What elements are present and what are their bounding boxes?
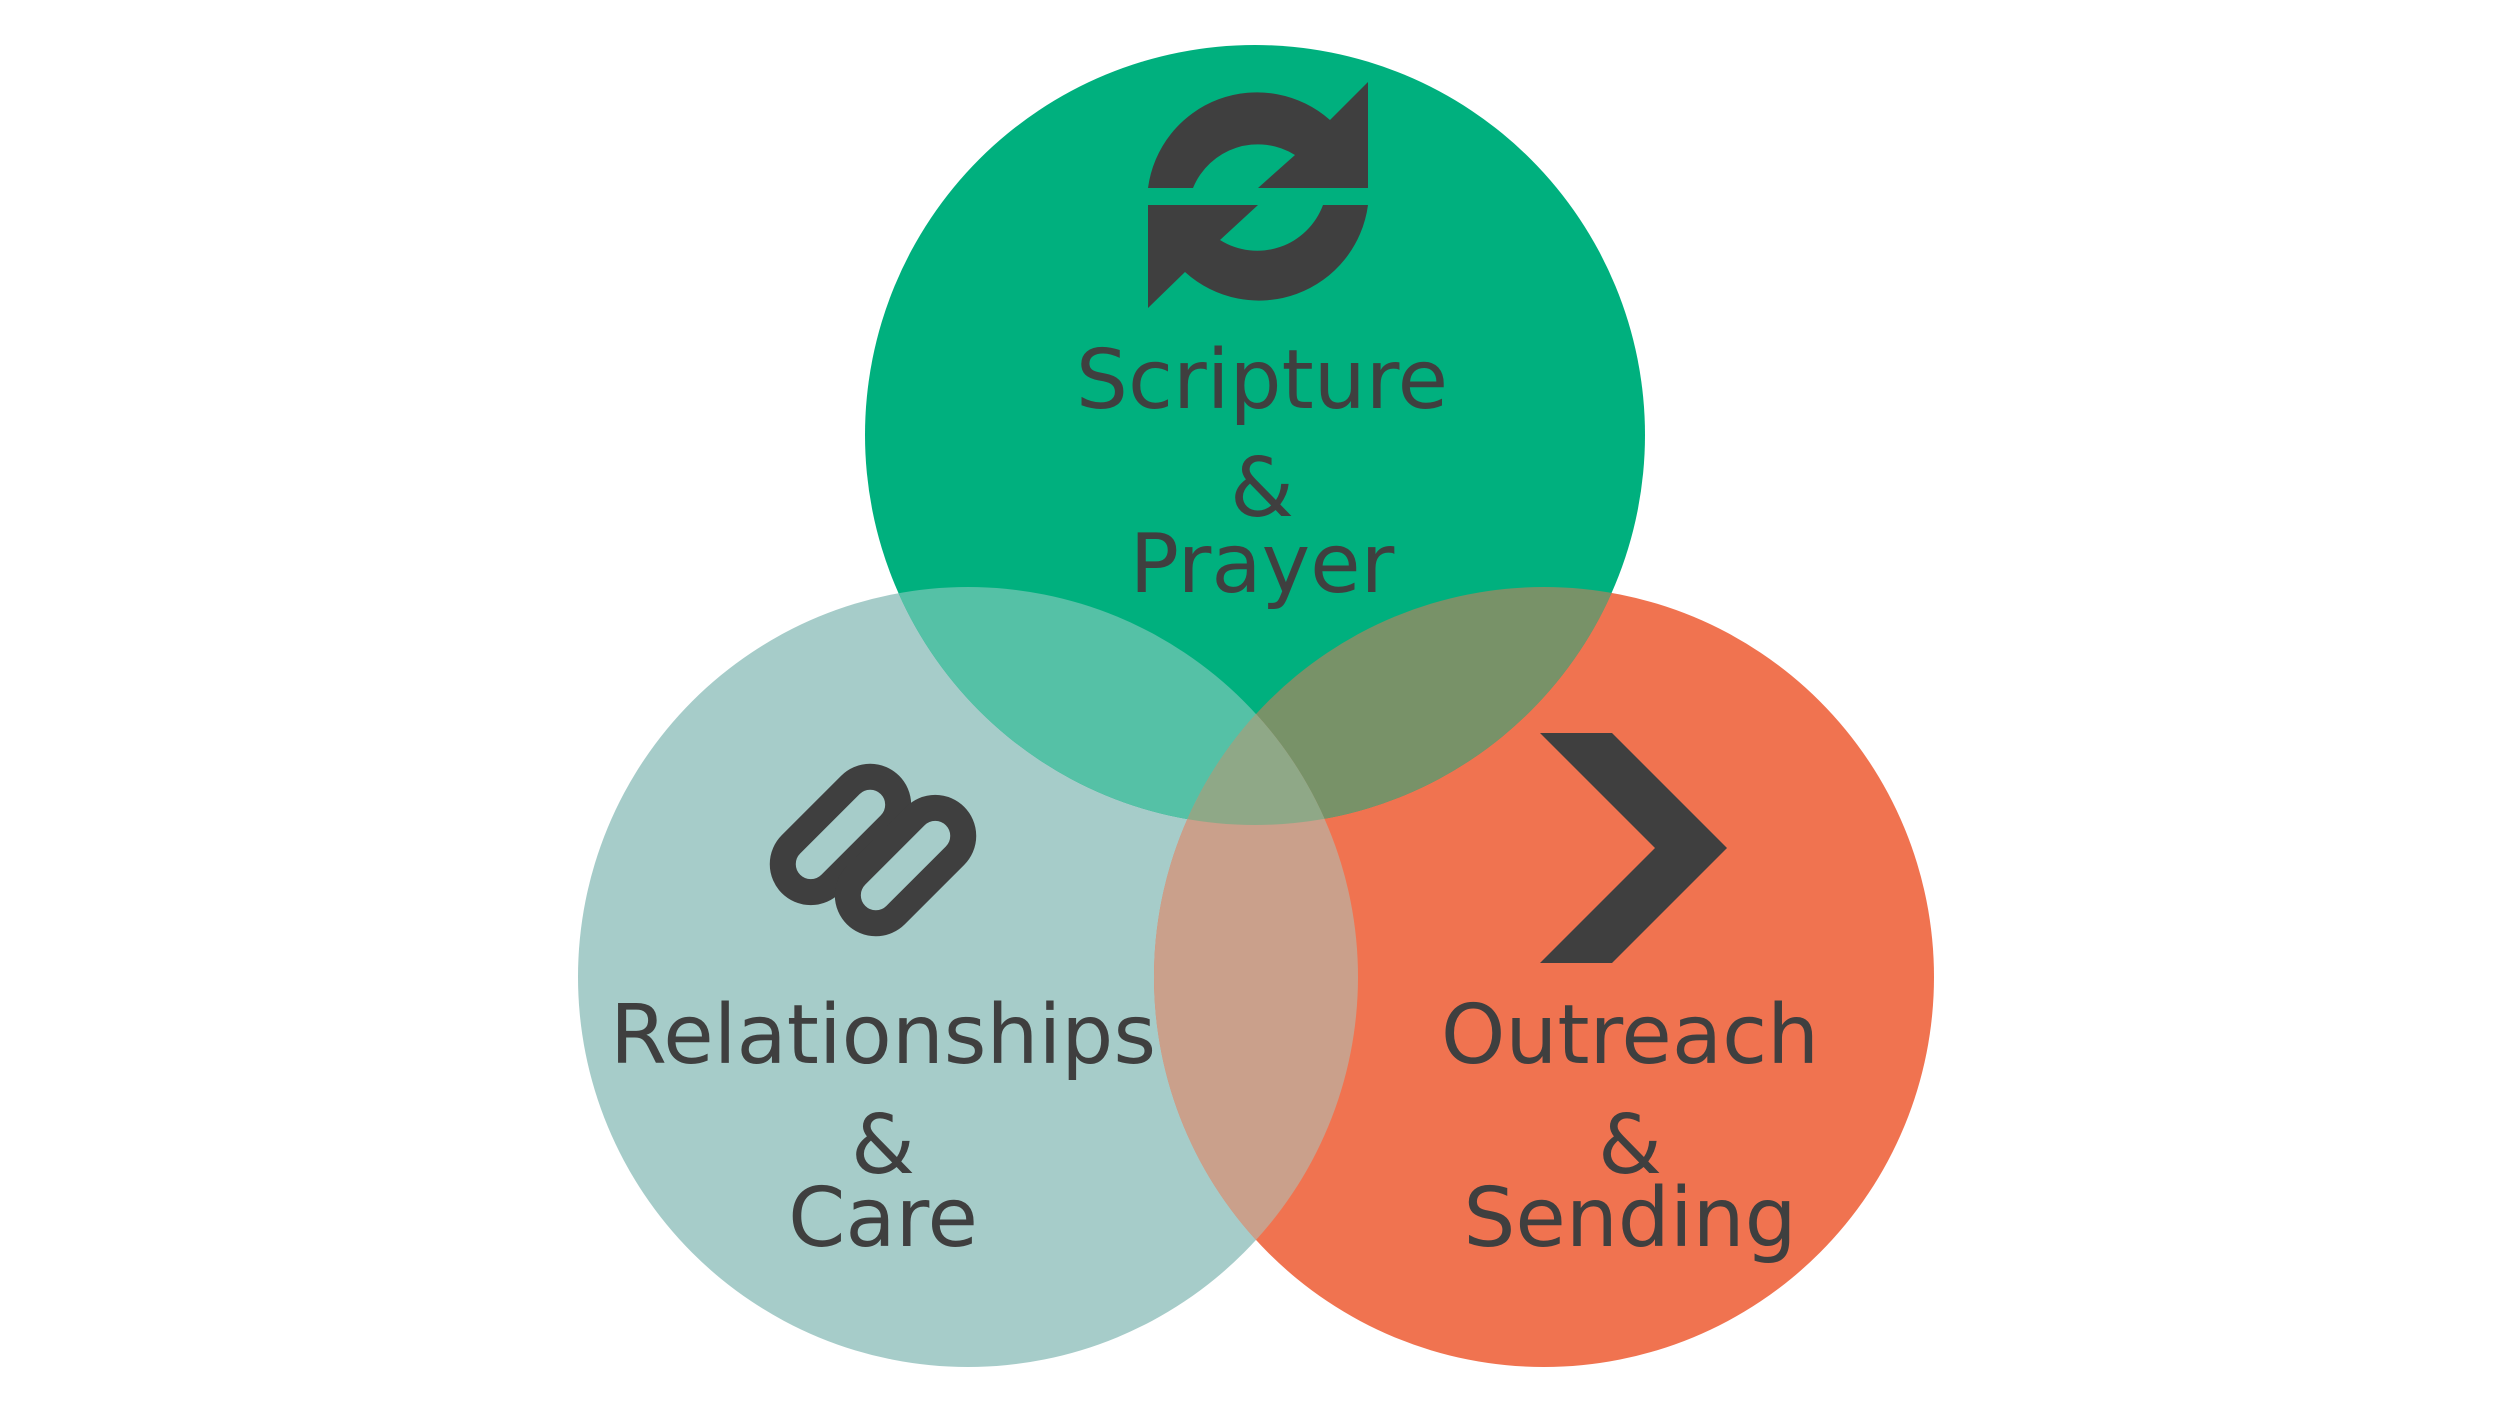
outreach-label: Outreach & Sending (1441, 988, 1819, 1266)
refresh-icon (1148, 82, 1368, 308)
relationships-line1: Relationships (610, 988, 1156, 1083)
overlap-scripture-relationships (865, 587, 1358, 825)
scripture-line1: Scripture (1076, 333, 1448, 428)
outreach-line1: Outreach (1441, 988, 1819, 1083)
relationships-line3: Care (788, 1171, 978, 1266)
chevron-right-icon (1540, 733, 1727, 963)
link-icon (769, 763, 977, 937)
relationships-label: Relationships & Care (610, 988, 1156, 1266)
overlap-scripture-outreach (1154, 587, 1645, 825)
scripture-line2: & (1230, 441, 1294, 536)
scripture-line3: Prayer (1130, 517, 1395, 612)
relationships-line2: & (851, 1098, 915, 1193)
scripture-label: Scripture & Prayer (1076, 333, 1448, 612)
outreach-line3: Sending (1463, 1171, 1796, 1266)
outreach-line2: & (1598, 1098, 1662, 1193)
